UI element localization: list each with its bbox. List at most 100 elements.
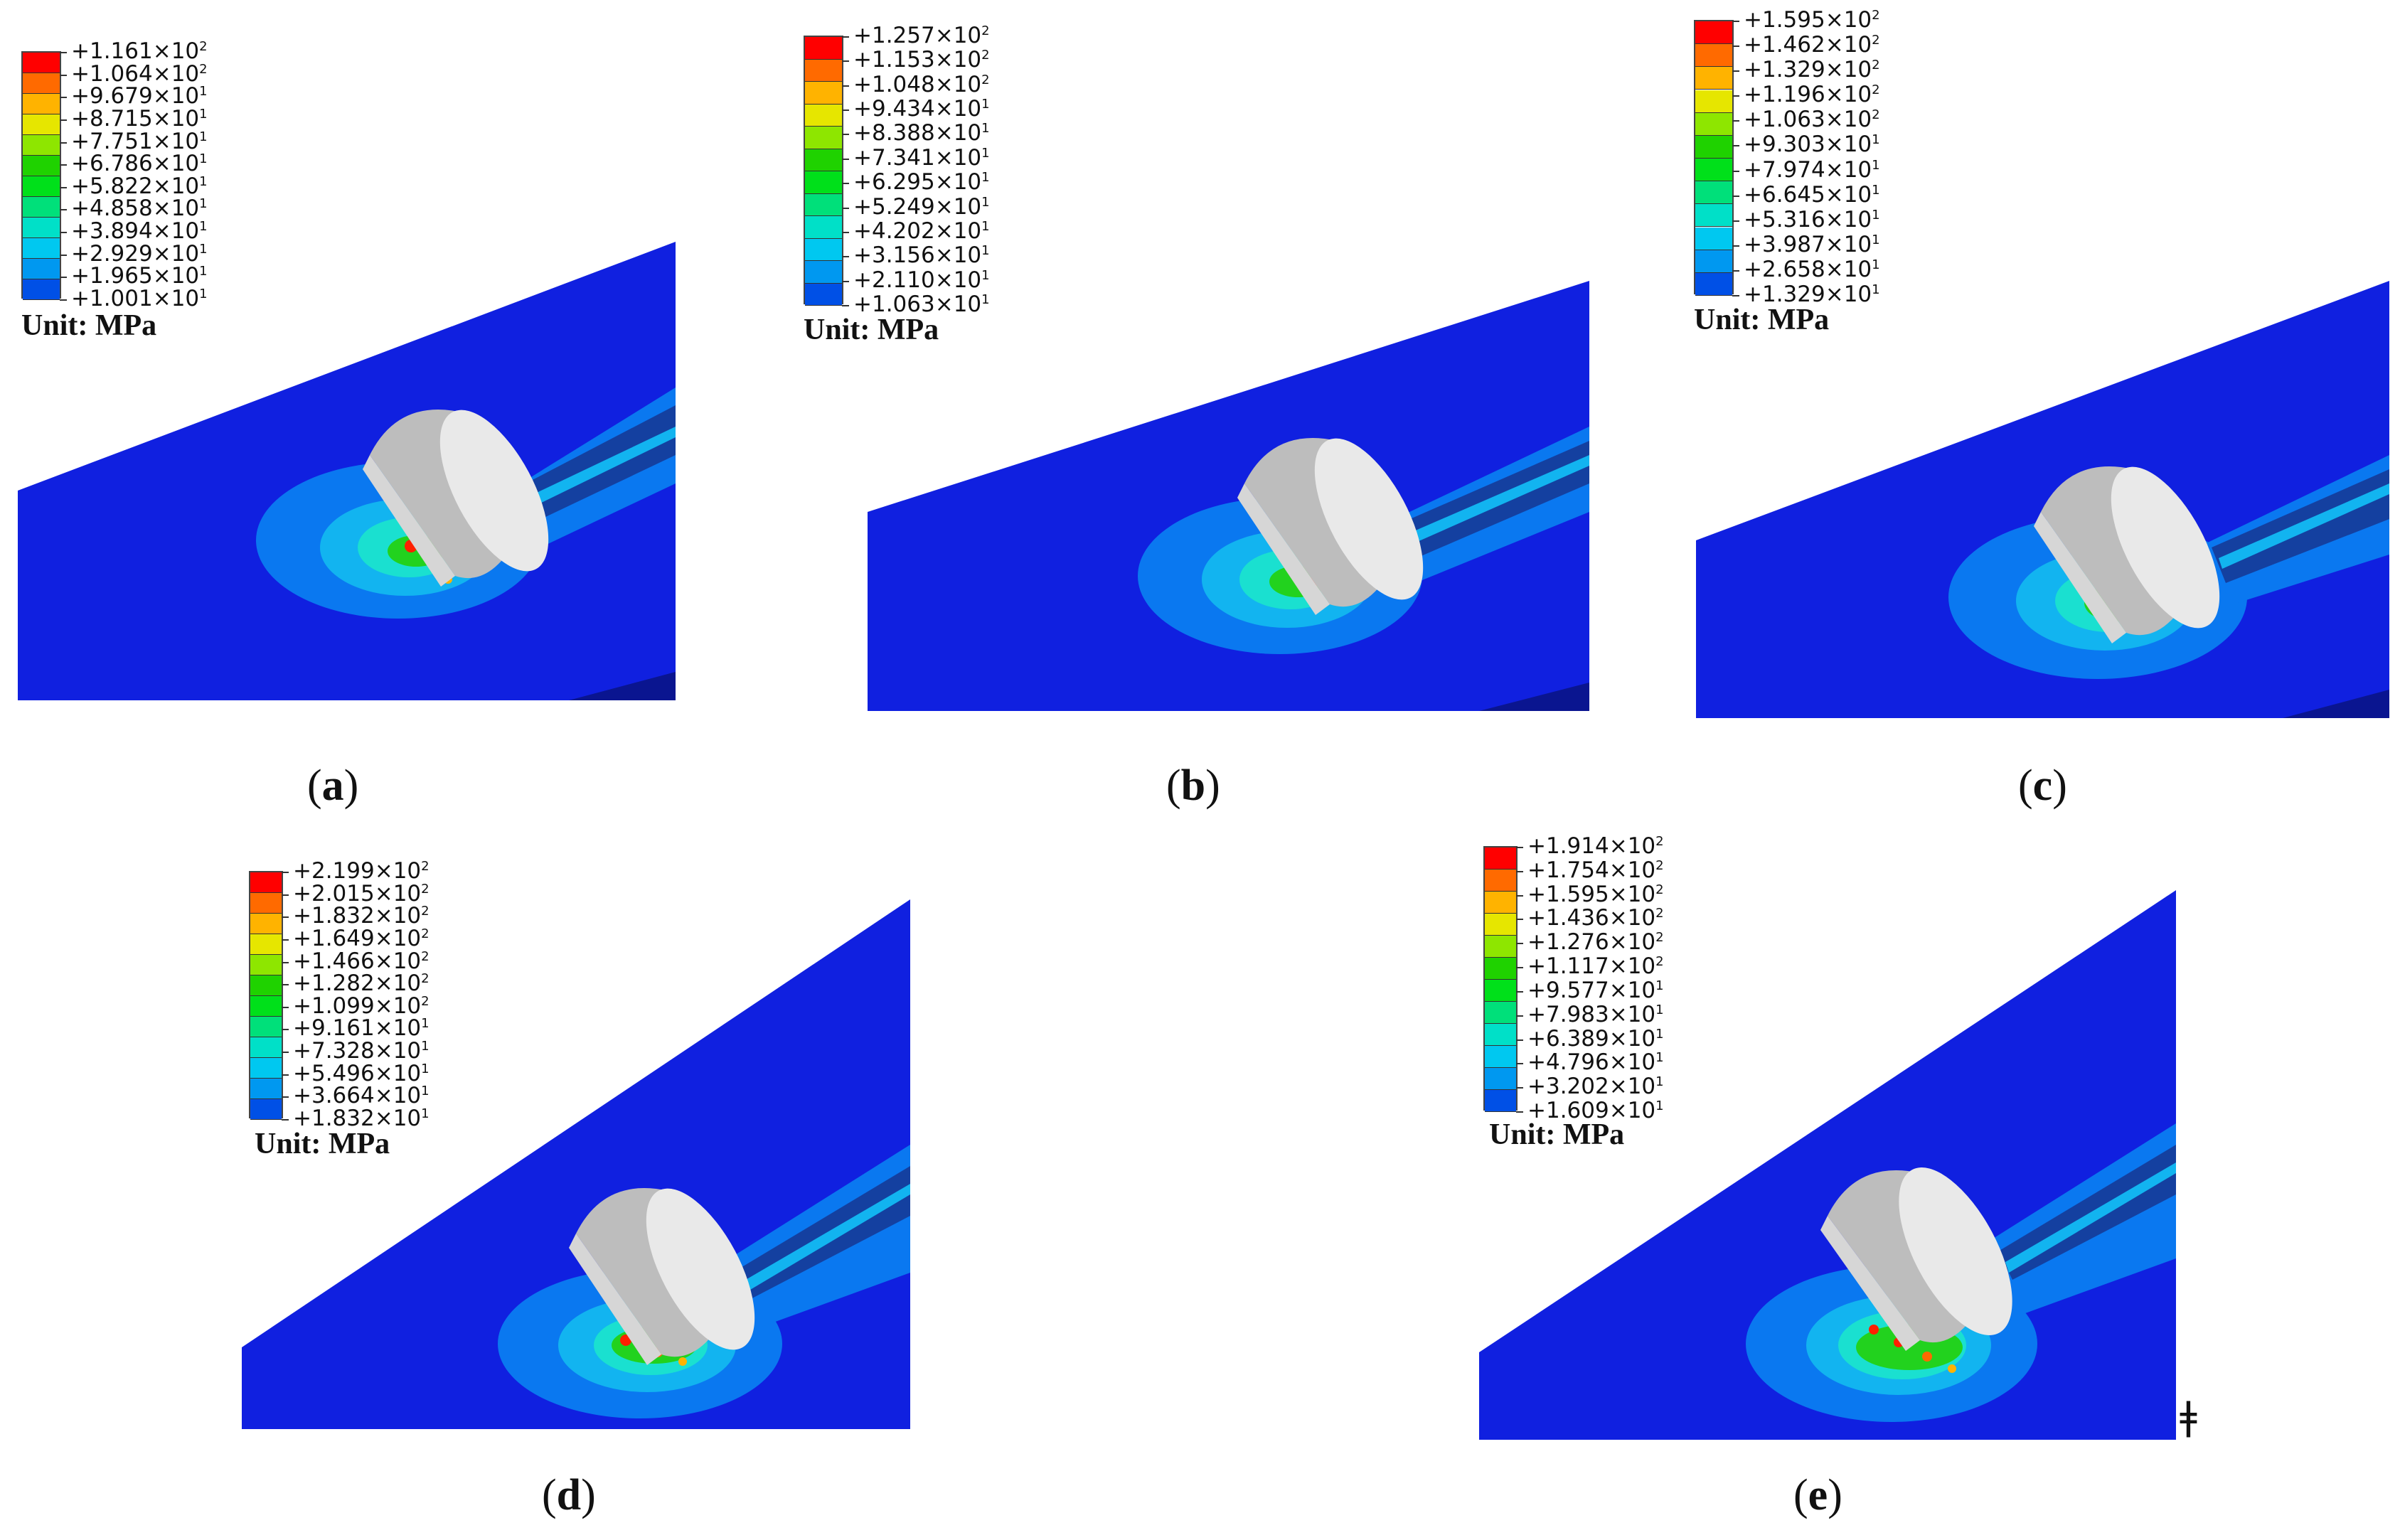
legend-band [1695, 21, 1732, 45]
legend-tick [282, 872, 289, 873]
color-scale-c [1694, 20, 1739, 296]
legend-tick [1516, 894, 1523, 897]
contour-plot-e [1479, 890, 2176, 1440]
legend-label-exponent: 1 [981, 267, 990, 283]
legend-label-value: +1.117×10 [1527, 953, 1656, 980]
legend-label-exponent: 1 [1872, 132, 1880, 148]
legend-tick [842, 109, 849, 112]
legend-tick [60, 186, 67, 188]
legend-band [805, 37, 842, 60]
legend-label: +1.048×102 [853, 71, 990, 97]
legend-tick [60, 164, 67, 166]
legend-label-value: +1.914×10 [1527, 833, 1656, 859]
legend-label-exponent: 2 [1872, 33, 1880, 48]
legend-label: +1.196×102 [1744, 84, 1880, 106]
legend-band [1695, 250, 1732, 273]
legend-label-value: +5.249×10 [853, 193, 982, 220]
panel-d: +2.199×102+2.015×102+1.832×102+1.649×102… [0, 832, 939, 1540]
legend-label: +1.063×101 [853, 294, 990, 316]
legend-label-value: +1.161×10 [71, 38, 200, 64]
legend-tick [60, 209, 67, 211]
legend-label-exponent: 2 [1872, 58, 1880, 73]
legend-label: +1.153×102 [853, 49, 990, 71]
legend-band [250, 893, 282, 914]
legend-label-exponent: 1 [199, 219, 208, 235]
caption-b: (b) [1166, 761, 1220, 811]
legend-label: +1.001×101 [71, 288, 208, 310]
legend-label-value: +6.786×10 [71, 151, 200, 177]
legend-label-value: +3.894×10 [71, 218, 200, 245]
caption-close-e: ) [1828, 1471, 1842, 1519]
legend-band [1485, 914, 1516, 936]
legend-tick [282, 1006, 289, 1008]
legend-band [1695, 204, 1732, 228]
legend-tick [60, 52, 67, 53]
caption-close-c: ) [2052, 761, 2067, 810]
legend-label: +6.786×101 [71, 153, 208, 175]
legend-label-value: +3.664×10 [293, 1083, 422, 1109]
legend-label-exponent: 1 [981, 145, 990, 161]
legend-label-exponent: 1 [199, 173, 208, 189]
legend-label-value: +3.987×10 [1744, 231, 1872, 257]
legend-tick [1732, 21, 1739, 22]
legend-label-value: +2.015×10 [293, 880, 422, 907]
legend-label-exponent: 2 [1655, 834, 1664, 849]
caption-e: (e) [1793, 1470, 1842, 1521]
legend-label: +1.099×102 [293, 995, 430, 1017]
legend-label-exponent: 1 [199, 129, 208, 144]
legend-band [23, 53, 60, 73]
legend-label-exponent: 1 [981, 121, 990, 137]
legend-label: +4.202×101 [853, 220, 990, 242]
legend-label-value: +1.048×10 [853, 71, 982, 97]
legend-band [250, 975, 282, 996]
legend-tick [842, 134, 849, 136]
legend-label-exponent: 1 [421, 1039, 430, 1054]
legend-tick [842, 256, 849, 258]
legend-label-exponent: 2 [981, 48, 990, 63]
legend-label-value: +1.001×10 [71, 286, 200, 311]
legend-label-exponent: 1 [199, 151, 208, 167]
legend-tick [282, 916, 289, 919]
legend-tick [60, 277, 67, 279]
legend-band [250, 1099, 282, 1120]
legend-label-value: +8.715×10 [71, 105, 200, 132]
contour-plot-a [18, 242, 676, 700]
legend-band [23, 238, 60, 259]
plate-edge-b [1479, 683, 1589, 711]
legend-label-exponent: 1 [421, 1106, 430, 1121]
legend-label-exponent: 2 [421, 881, 430, 897]
legend-band [1485, 892, 1516, 914]
legend-label-value: +5.316×10 [1744, 206, 1872, 232]
legend-label: +1.595×102 [1744, 9, 1880, 31]
legend-label: +3.156×101 [853, 245, 990, 267]
legend-label-exponent: 1 [981, 170, 990, 186]
legend-tick [842, 207, 849, 209]
legend-label: +2.929×101 [71, 242, 208, 265]
legend-label-exponent: 1 [1655, 978, 1664, 993]
legend-tick [1732, 245, 1739, 247]
legend-band [23, 156, 60, 176]
panel-c: +1.595×102+1.462×102+1.329×102+1.196×102… [1685, 0, 2396, 818]
caption-letter-d: d [556, 1471, 582, 1519]
legend-label-exponent: 1 [1872, 232, 1880, 247]
legend-label: +4.796×101 [1527, 1052, 1664, 1074]
contour-plot-b [868, 281, 1589, 711]
legend-label-value: +9.303×10 [1744, 132, 1872, 158]
legend-label-value: +3.156×10 [853, 242, 982, 269]
contour-plot-c [1696, 281, 2389, 718]
caption-letter-e: e [1808, 1471, 1828, 1519]
legend-label: +6.645×101 [1744, 183, 1880, 206]
legend-band [1485, 958, 1516, 980]
legend-label-value: +1.965×10 [71, 263, 200, 289]
legend-label-exponent: 1 [981, 292, 990, 307]
legend-label-exponent: 1 [1655, 1026, 1664, 1042]
caption-a: (a) [307, 761, 358, 811]
legend-tick [1732, 295, 1739, 296]
legend-label: +7.341×101 [853, 145, 990, 169]
legend-tick [1732, 120, 1739, 122]
legend-label-exponent: 2 [1872, 8, 1880, 23]
legend-label-exponent: 1 [421, 1084, 430, 1099]
legend-label: +3.202×101 [1527, 1076, 1664, 1098]
legend-band [250, 1037, 282, 1058]
legend-tick [842, 183, 849, 185]
